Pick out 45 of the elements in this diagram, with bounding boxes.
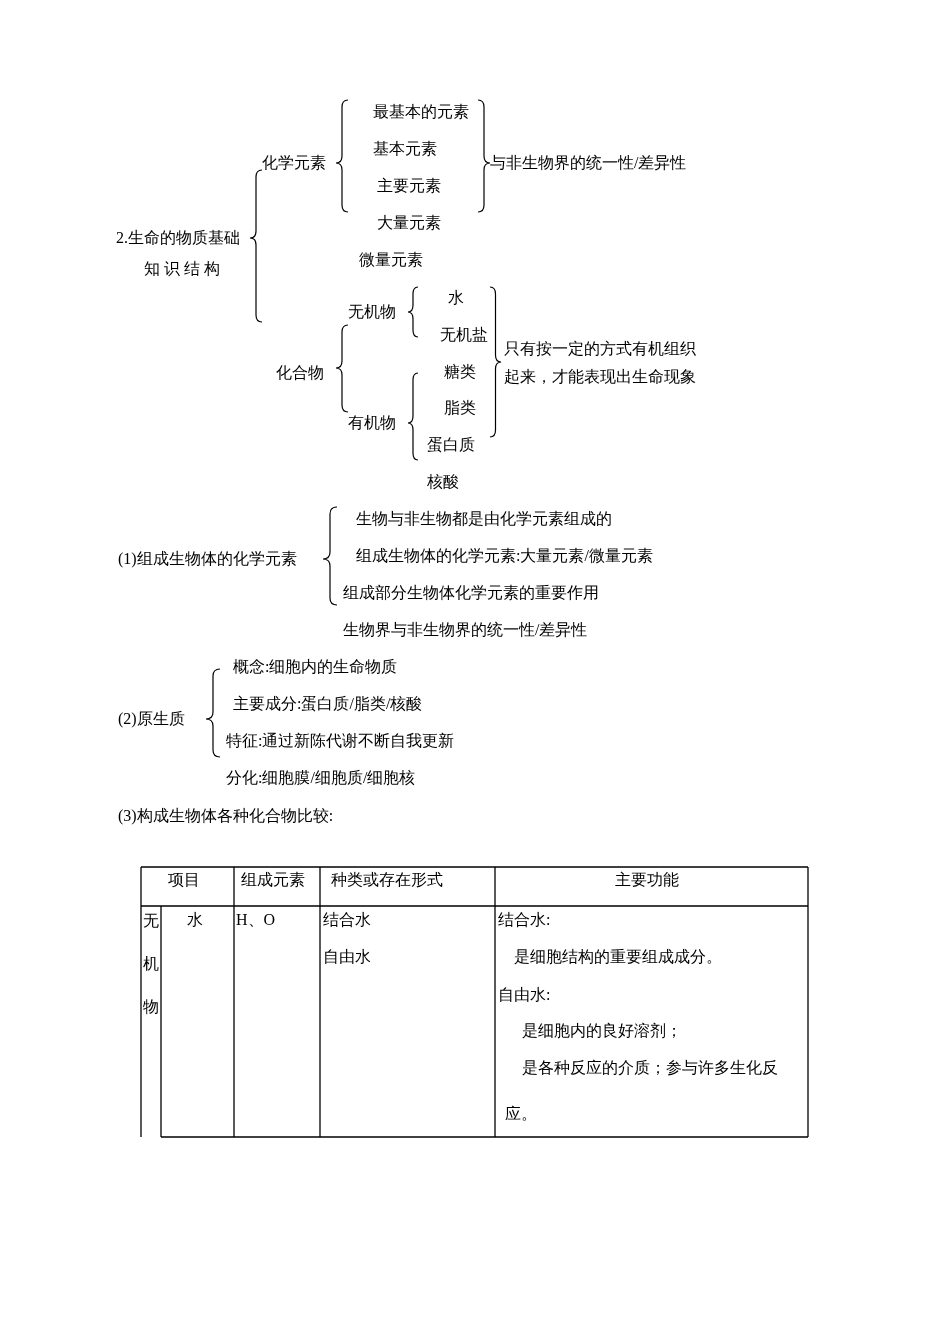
table-header: 项目 — [168, 870, 200, 890]
text-label: (2)原生质 — [118, 709, 185, 729]
table-cell-text: 自由水 — [323, 947, 371, 967]
table-cell-text: 水 — [187, 910, 203, 930]
text-label: 微量元素 — [359, 250, 423, 270]
table-header: 主要功能 — [615, 870, 679, 890]
table-row-header: 无机物 — [143, 911, 159, 1017]
text-label: 蛋白质 — [427, 435, 475, 455]
table-cell-text: 自由水: — [498, 985, 551, 1005]
text-label: 特征:通过新陈代谢不断自我更新 — [226, 731, 455, 751]
text-label: 起来，才能表现出生命现象 — [504, 367, 696, 387]
text-label: 基本元素 — [373, 139, 437, 159]
text-label: 化学元素 — [262, 153, 326, 173]
text-label: 无机物 — [348, 302, 396, 322]
text-label: 糖类 — [444, 362, 476, 382]
text-label: (3)构成生物体各种化合物比较: — [118, 806, 334, 826]
text-label: 大量元素 — [377, 213, 441, 233]
text-label: 组成生物体的化学元素:大量元素/微量元素 — [356, 546, 653, 566]
table-header: 种类或存在形式 — [331, 870, 443, 890]
text-label: 无机盐 — [440, 325, 488, 345]
table-cell-text: 是细胞结构的重要组成成分。 — [514, 947, 722, 967]
text-label: 只有按一定的方式有机组织 — [504, 339, 696, 359]
table-header: 组成元素 — [241, 870, 305, 890]
text-label: 组成部分生物体化学元素的重要作用 — [343, 583, 599, 603]
text-label: 有机物 — [348, 413, 396, 433]
text-label: 与非生物界的统一性/差异性 — [490, 153, 687, 173]
table-cell-text: 结合水: — [498, 910, 551, 930]
text-label: 水 — [448, 288, 464, 308]
text-label: 生物与非生物都是由化学元素组成的 — [356, 509, 612, 529]
text-label: 生物界与非生物界的统一性/差异性 — [343, 620, 588, 640]
text-label: 核酸 — [427, 472, 459, 492]
text-label: 概念:细胞内的生命物质 — [233, 657, 398, 677]
table-cell-text: H、O — [236, 910, 276, 930]
text-label: 知 识 结 构 — [144, 259, 220, 279]
text-label: 主要元素 — [377, 176, 441, 196]
text-label: 最基本的元素 — [373, 102, 469, 122]
text-label: 2.生命的物质基础 — [116, 228, 240, 248]
text-label: 主要成分:蛋白质/脂类/核酸 — [233, 694, 423, 714]
text-label: 分化:细胞膜/细胞质/细胞核 — [226, 768, 416, 788]
text-label: 脂类 — [444, 398, 476, 418]
table-cell-text: 是细胞内的良好溶剂； — [522, 1021, 682, 1041]
text-label: 化合物 — [276, 363, 324, 383]
table-cell-text: 是各种反应的介质；参与许多生化反应。 — [505, 1058, 779, 1124]
table-cell-text: 结合水 — [323, 910, 371, 930]
text-label: (1)组成生物体的化学元素 — [118, 549, 297, 569]
